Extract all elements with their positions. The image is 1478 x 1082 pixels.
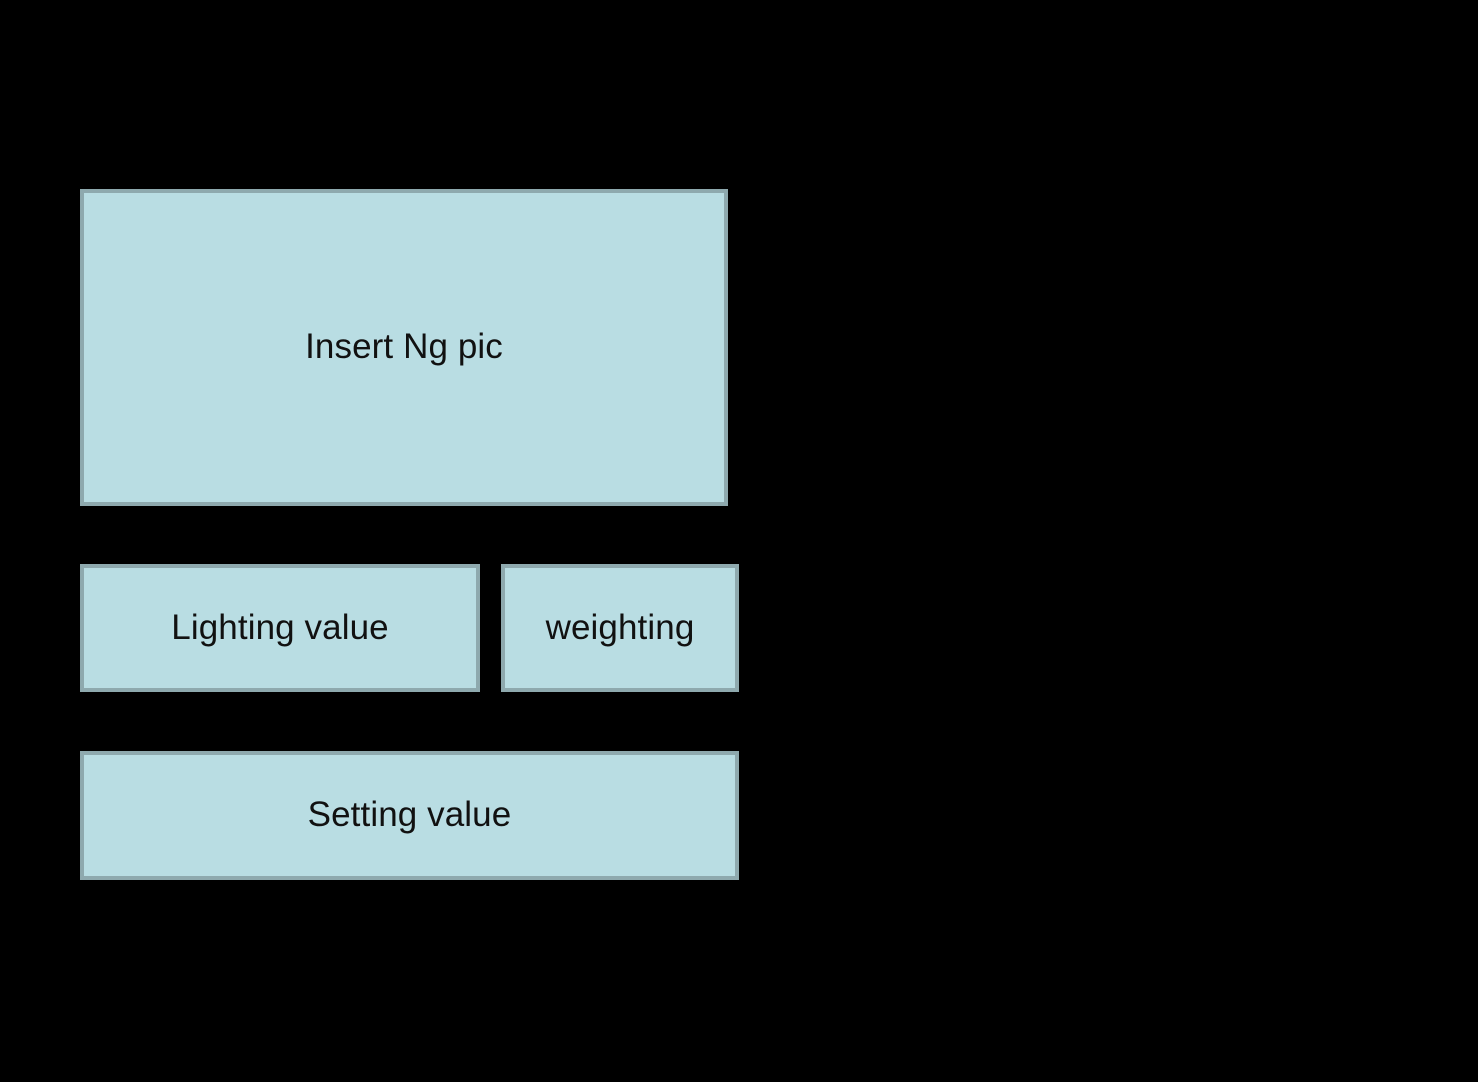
block-weighting[interactable]: weighting bbox=[501, 564, 739, 692]
block-setting-value[interactable]: Setting value bbox=[80, 751, 739, 880]
block-insert-ng-pic[interactable]: Insert Ng pic bbox=[80, 189, 728, 506]
block-lighting-value[interactable]: Lighting value bbox=[80, 564, 480, 692]
block-label-setting-value: Setting value bbox=[307, 795, 512, 835]
block-label-weighting: weighting bbox=[545, 607, 695, 647]
block-label-insert-ng-pic: Insert Ng pic bbox=[305, 327, 503, 367]
block-label-lighting-value: Lighting value bbox=[171, 607, 389, 647]
